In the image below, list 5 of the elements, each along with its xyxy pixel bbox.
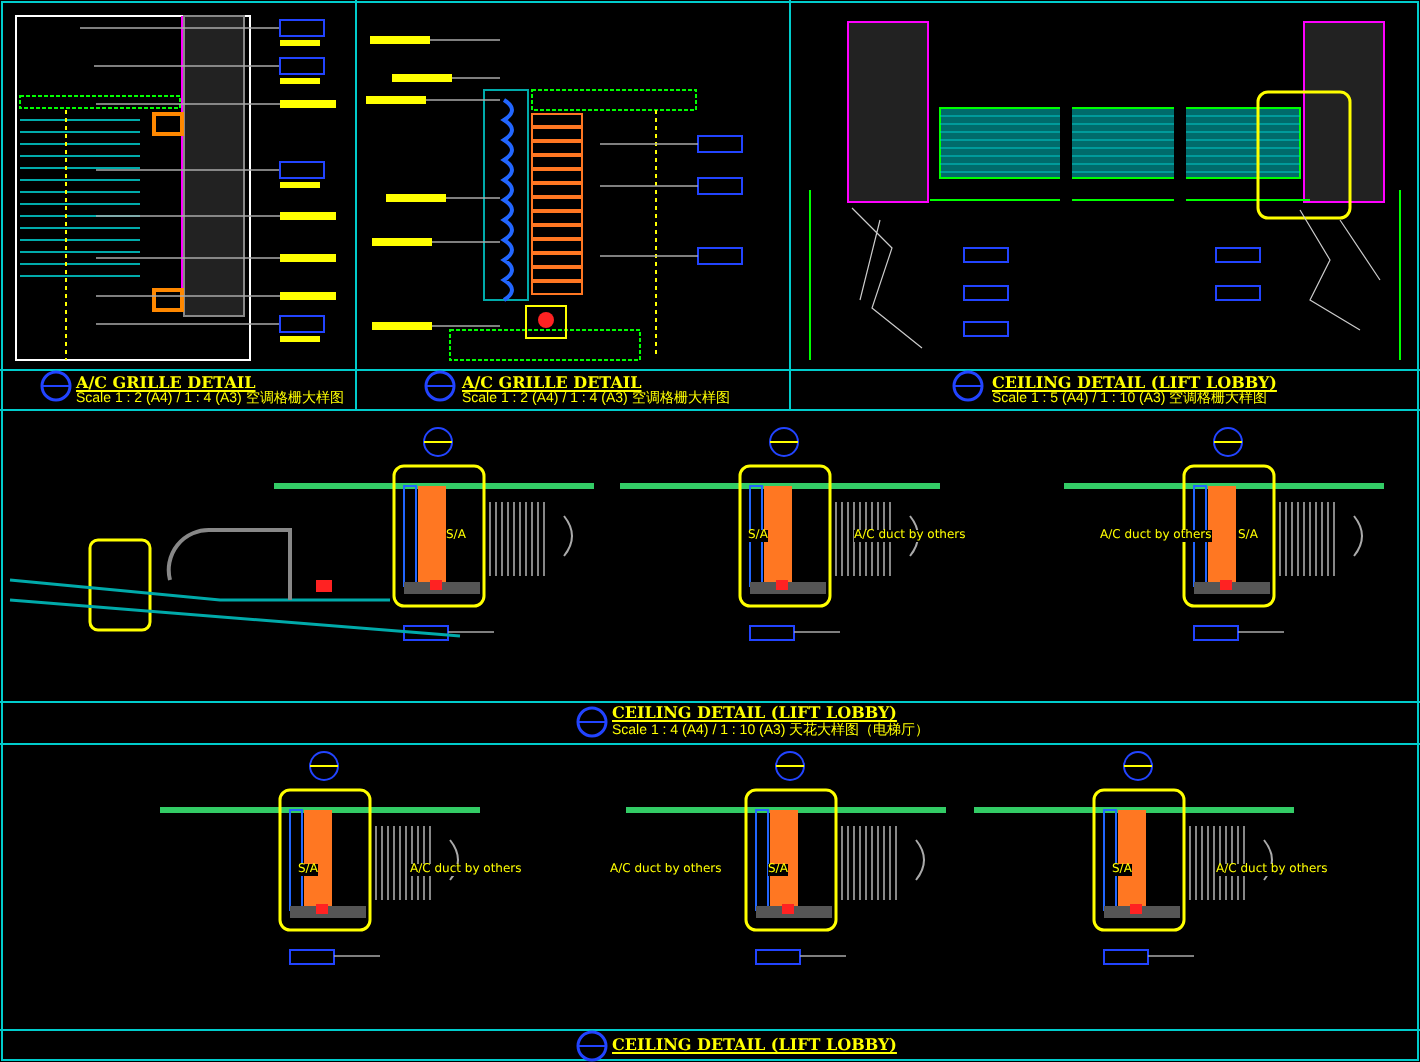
section-title: CEILING DETAIL (LIFT LOBBY) — [992, 374, 1277, 390]
section-title: CEILING DETAIL (LIFT LOBBY) — [612, 704, 897, 720]
section-title: CEILING DETAIL (LIFT LOBBY) — [612, 1036, 897, 1052]
section-title: A/C GRILLE DETAIL — [76, 374, 256, 390]
section-title: A/C GRILLE DETAIL — [462, 374, 642, 390]
